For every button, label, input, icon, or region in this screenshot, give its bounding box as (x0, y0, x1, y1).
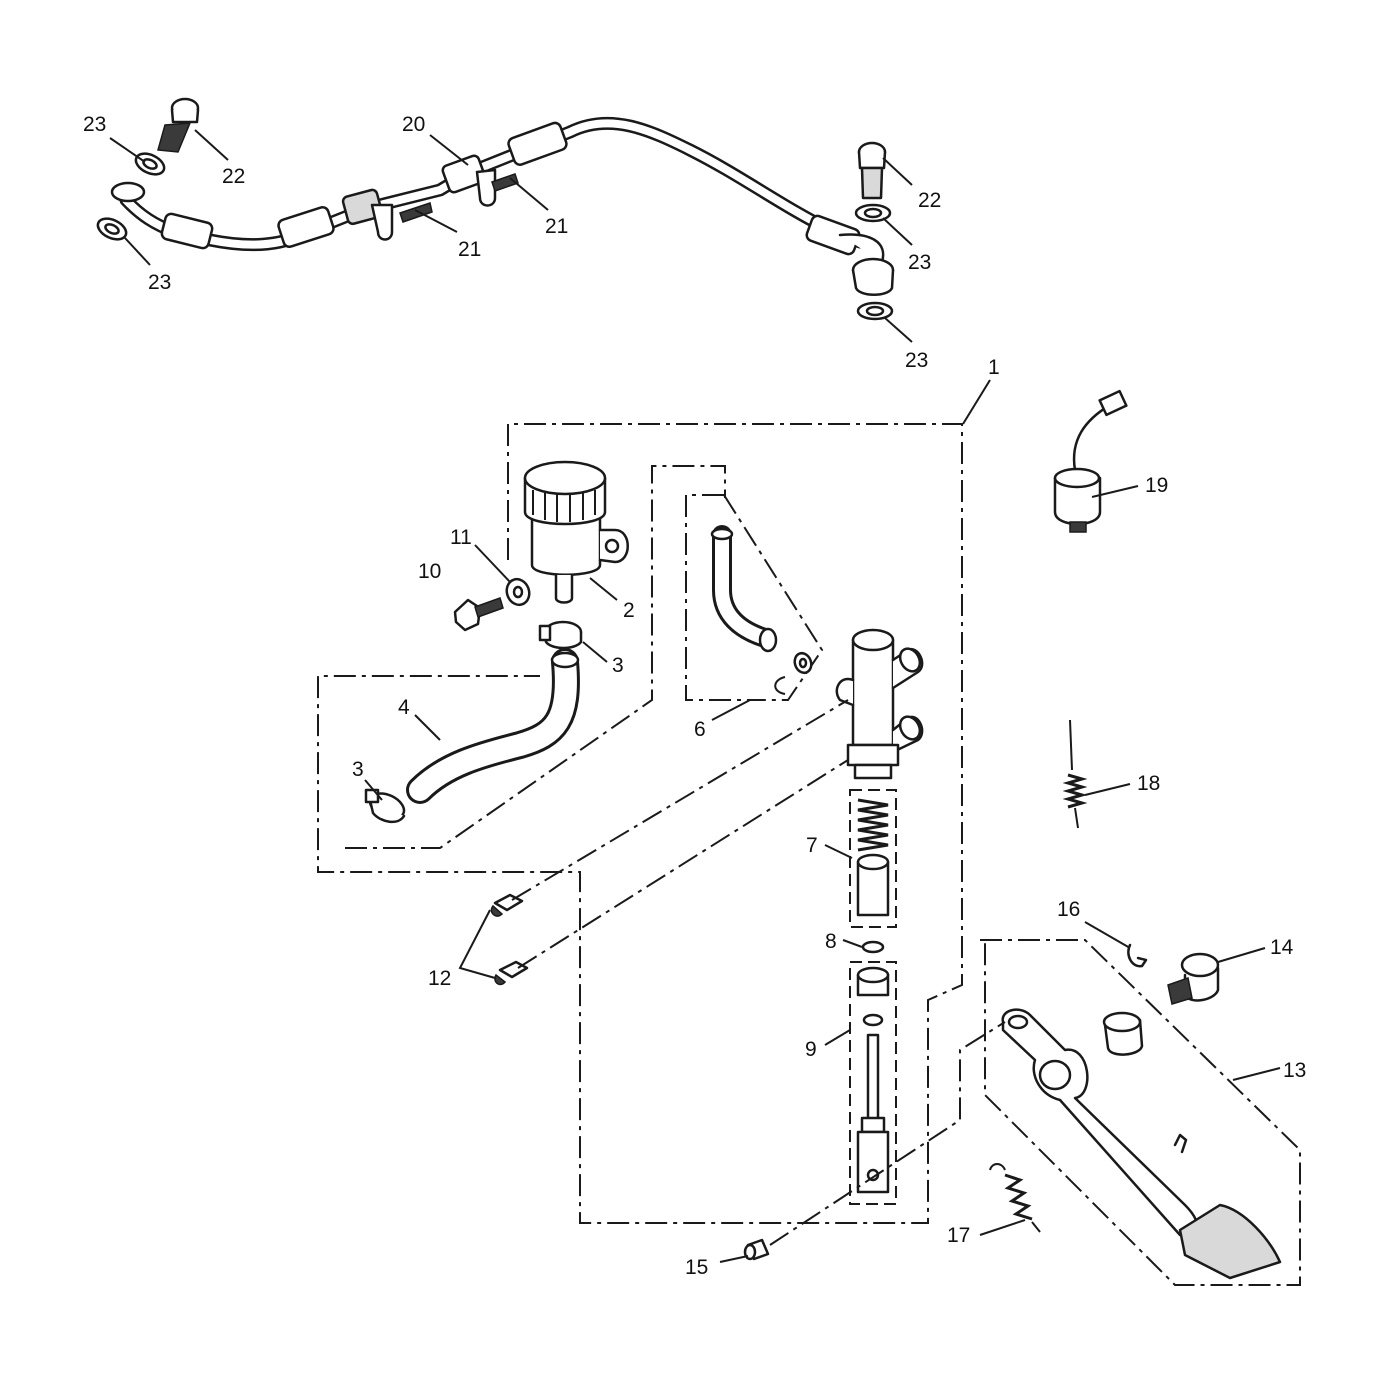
master-cylinder-assembly-outline (317, 423, 963, 1224)
master-cylinder-body (835, 628, 924, 780)
banjo-bolt-22b (857, 141, 887, 200)
brake-light-switch (1053, 389, 1128, 533)
pedal-pivot-bolt (1167, 952, 1220, 1005)
callout-23-bottom-left: 23 (148, 271, 171, 294)
callout-21-right: 21 (545, 215, 568, 238)
leader-lines (109, 129, 1281, 1263)
callout-8: 8 (825, 930, 837, 953)
callout-10: 10 (418, 560, 441, 583)
callout-14: 14 (1270, 936, 1294, 959)
washer-23a (134, 152, 166, 176)
callout-21-left: 21 (458, 238, 481, 261)
washer-23d (856, 301, 894, 321)
hose-clamp-upper (538, 620, 583, 650)
callout-6: 6 (694, 718, 706, 741)
callout-13: 13 (1283, 1059, 1306, 1082)
elbow-pipe (710, 525, 813, 695)
callout-15: 15 (685, 1256, 708, 1279)
callout-19: 19 (1145, 474, 1168, 497)
callout-11: 11 (450, 526, 472, 549)
callout-18: 18 (1137, 772, 1160, 795)
callout-23-right-upper: 23 (908, 251, 931, 274)
pipe-kit-outline-diagonal (723, 494, 824, 701)
retaining-clip (1127, 943, 1148, 968)
pipe-kit-outline (685, 494, 748, 701)
callout-20: 20 (402, 113, 425, 136)
clip-bolt-21a (399, 202, 433, 223)
reservoir (523, 460, 629, 604)
mounting-screws (490, 699, 849, 986)
callout-23-right-lower: 23 (905, 349, 928, 372)
callout-1: 1 (988, 356, 1000, 379)
piston-spring-kit (849, 789, 897, 928)
callout-4: 4 (398, 696, 410, 719)
banjo-bolt-22a (157, 97, 200, 153)
callout-22-left: 22 (222, 165, 245, 188)
callout-22-right: 22 (918, 189, 941, 212)
reservoir-hose (406, 648, 580, 804)
pedal-assembly-outline (980, 939, 1301, 1286)
callout-12: 12 (428, 967, 451, 990)
o-ring (861, 940, 885, 954)
return-spring-18 (1062, 719, 1088, 829)
callout-7: 7 (806, 834, 818, 857)
callout-23-top-left: 23 (83, 113, 106, 136)
callout-3-upper: 3 (612, 654, 624, 677)
callout-2: 2 (623, 599, 635, 622)
clevis-pin (743, 1021, 1006, 1261)
washer-11 (505, 577, 531, 607)
bolt-10 (453, 597, 504, 632)
brake-pedal (1001, 1008, 1282, 1280)
hose-clamp-lower (364, 788, 406, 824)
callout-16: 16 (1057, 898, 1080, 921)
brake-hose (110, 116, 895, 296)
reservoir-hose-kit-outline (345, 465, 726, 849)
pushrod-assembly (849, 961, 897, 1205)
pedal-bushing (1102, 1011, 1144, 1056)
callout-17: 17 (947, 1224, 970, 1247)
washer-23b (96, 217, 128, 241)
washer-23c (854, 203, 892, 223)
pedal-return-spring (989, 1163, 1041, 1233)
callout-labels: 1 2 3 3 4 6 7 8 9 10 11 12 13 14 15 16 1… (83, 113, 1306, 1279)
callout-3-lower: 3 (352, 758, 364, 781)
callout-9: 9 (805, 1038, 817, 1061)
